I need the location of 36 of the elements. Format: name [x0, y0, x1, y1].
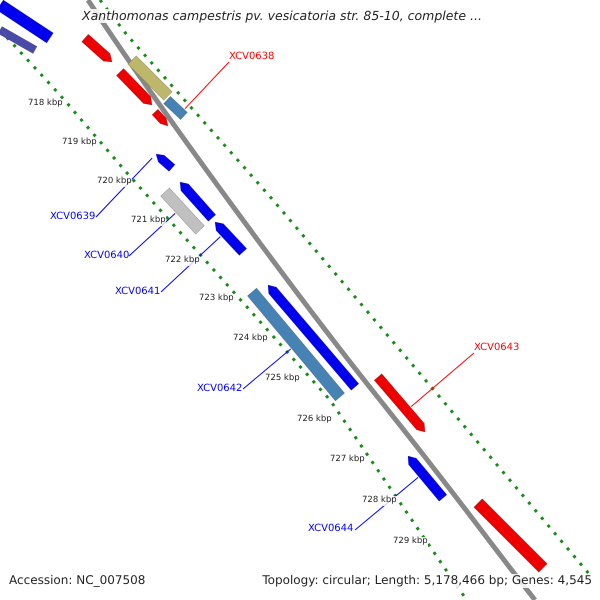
gene-block [116, 68, 152, 106]
gene-block [0, 0, 54, 44]
accession-text: Accession: NC_007508 [9, 574, 146, 588]
gene-block [214, 222, 248, 256]
gene-block [180, 182, 216, 222]
scale-label: 722 kbp [165, 256, 200, 266]
scale-label: 718 kbp [28, 99, 63, 109]
gene-block [152, 108, 168, 126]
gene-label: XCV0640 [84, 250, 130, 262]
gene-block [0, 26, 38, 54]
gene-block [81, 34, 112, 62]
scale-label: 727 kbp [330, 455, 365, 465]
scale-label: 726 kbp [297, 415, 332, 425]
gene-block [473, 498, 548, 573]
gene-block [374, 373, 426, 432]
scale-label: 725 kbp [265, 374, 300, 384]
genome-info-text: Topology: circular; Length: 5,178,466 bp; Genes: 4,545 [262, 574, 592, 588]
scale-label: 719 kbp [62, 138, 97, 148]
gene-label: XCV0638 [229, 51, 274, 62]
gene-label: XCV0642 [197, 383, 242, 394]
gene-block [408, 456, 448, 502]
scale-label: 721 kbp [131, 216, 166, 226]
gene-label: XCV0643 [474, 342, 520, 354]
scale-label: 723 kbp [199, 294, 234, 304]
gene-block [156, 154, 176, 172]
gene-block [268, 284, 360, 391]
gene-block [127, 55, 173, 101]
map-title: Xanthomonas campestris pv. vesicatoria str. 85-10, complete ... [82, 9, 482, 24]
scale-label: 728 kbp [362, 496, 397, 506]
scale-label: 729 kbp [393, 537, 428, 547]
gene-label: XCV0644 [308, 523, 354, 534]
scale-label: 720 kbp [97, 177, 132, 187]
gene-label: XCV0639 [50, 211, 96, 222]
gene-block [163, 96, 188, 120]
gene-label: XCV0641 [115, 286, 160, 298]
scale-label: 724 kbp [233, 334, 268, 344]
